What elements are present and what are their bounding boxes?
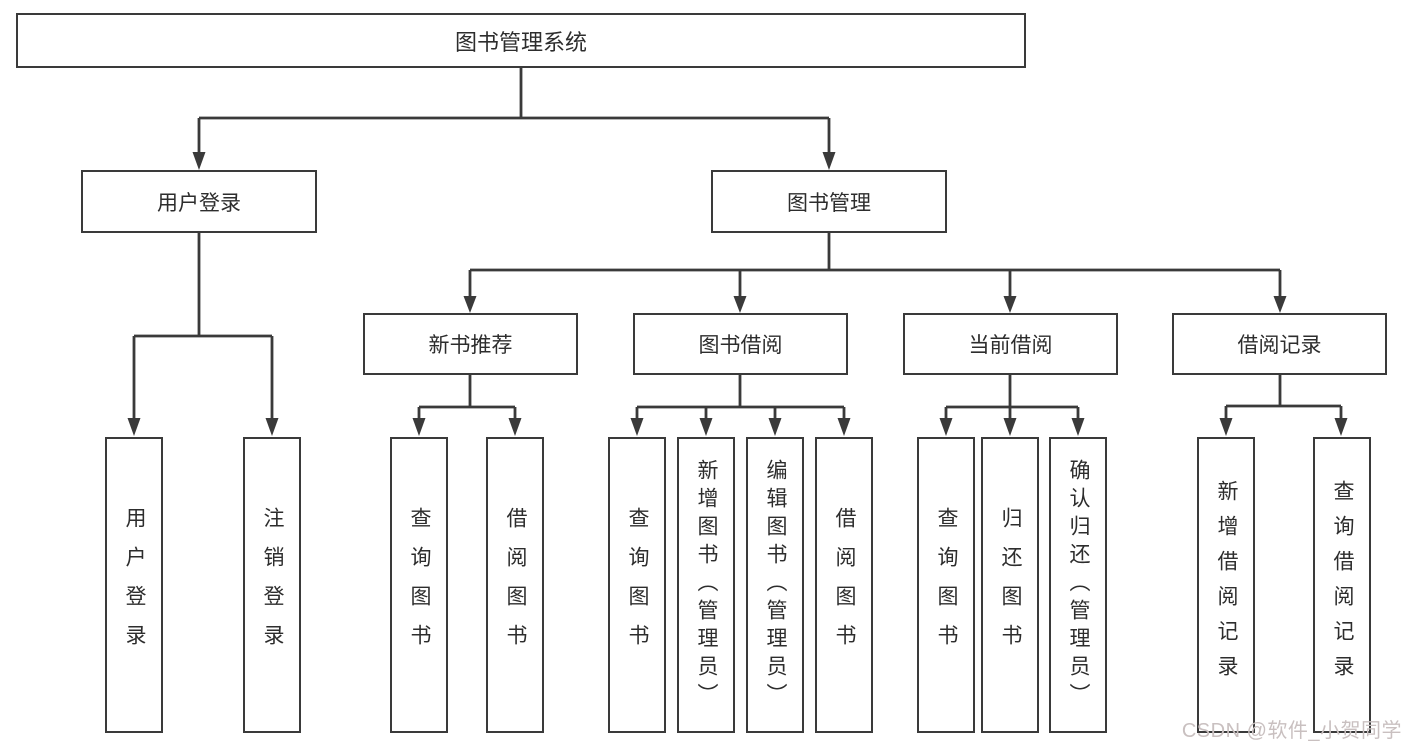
leaf-edit-books-admin: 编辑图书（管理员） (746, 437, 804, 733)
leaf-query-books-borrow: 查询图书 (608, 437, 666, 733)
arrowhead (1334, 418, 1348, 436)
arrowhead (1003, 418, 1017, 436)
leaf-label: 借阅图书 (504, 507, 527, 663)
arrowhead (1071, 418, 1085, 436)
arrowhead (412, 418, 426, 436)
connector-user-login-branch (127, 233, 279, 436)
leaf-label: 查询图书 (408, 507, 431, 663)
leaf-user-login: 用户登录 (105, 437, 163, 733)
arrowhead (699, 418, 713, 436)
arrowhead (837, 418, 851, 436)
leaf-label: 注销登录 (261, 507, 284, 663)
leaf-query-books-recommend: 查询图书 (390, 437, 448, 733)
node-library-management-system: 图书管理系统 (16, 13, 1026, 68)
leaf-label: 归还图书 (999, 507, 1022, 663)
node-label: 新书推荐 (428, 334, 513, 357)
leaf-confirm-return-admin: 确认归还（管理员） (1049, 437, 1107, 733)
arrowhead (1219, 418, 1233, 436)
connector-new-book-branch (412, 375, 522, 436)
arrowhead (733, 296, 747, 313)
leaf-borrow-books: 借阅图书 (815, 437, 873, 733)
node-new-book-recommend: 新书推荐 (363, 313, 578, 375)
arrowhead (127, 418, 141, 436)
arrowhead (265, 418, 279, 436)
connector-current-borrow-branch (939, 375, 1085, 436)
node-label: 借阅记录 (1237, 334, 1322, 357)
leaf-label: 查询借阅记录 (1331, 480, 1354, 690)
node-current-borrow: 当前借阅 (903, 313, 1118, 375)
arrowhead (822, 152, 836, 170)
arrowhead (508, 418, 522, 436)
leaf-add-books-admin: 新增图书（管理员） (677, 437, 735, 733)
leaf-label: 新增借阅记录 (1215, 480, 1238, 690)
node-book-management: 图书管理 (711, 170, 947, 233)
node-label: 图书借阅 (698, 334, 783, 357)
connector-book-management-branch (463, 233, 1287, 313)
arrowhead (463, 296, 477, 313)
leaf-label: 查询图书 (935, 507, 958, 663)
leaf-query-books-current: 查询图书 (917, 437, 975, 733)
node-label: 当前借阅 (968, 334, 1053, 357)
node-user-login: 用户登录 (81, 170, 317, 233)
node-borrow-records: 借阅记录 (1172, 313, 1387, 375)
node-label: 用户登录 (157, 191, 241, 215)
arrowhead (1003, 296, 1017, 313)
arrowhead (768, 418, 782, 436)
node-label: 图书管理 (787, 191, 871, 215)
arrowhead (192, 152, 206, 170)
arrowhead (939, 418, 953, 436)
leaf-label: 借阅图书 (833, 507, 856, 663)
leaf-query-borrow-record: 查询借阅记录 (1313, 437, 1371, 733)
node-book-borrow: 图书借阅 (633, 313, 848, 375)
leaf-label: 确认归还（管理员） (1067, 459, 1090, 711)
node-label: 图书管理系统 (454, 29, 587, 55)
leaf-label: 用户登录 (123, 507, 146, 663)
arrowhead (1273, 296, 1287, 313)
leaf-label: 新增图书（管理员） (695, 459, 718, 711)
leaf-return-books: 归还图书 (981, 437, 1039, 733)
csdn-watermark: CSDN @软件_小贺同学 (1181, 720, 1402, 742)
leaf-logout: 注销登录 (243, 437, 301, 733)
arrowhead (630, 418, 644, 436)
connector-book-borrow-branch (630, 375, 851, 436)
leaf-borrow-books-recommend: 借阅图书 (486, 437, 544, 733)
leaf-add-borrow-record: 新增借阅记录 (1197, 437, 1255, 733)
leaf-label: 编辑图书（管理员） (764, 459, 787, 711)
connector-borrow-records-branch (1219, 375, 1348, 436)
leaf-label: 查询图书 (626, 507, 649, 663)
connector-root-branch (192, 68, 836, 170)
